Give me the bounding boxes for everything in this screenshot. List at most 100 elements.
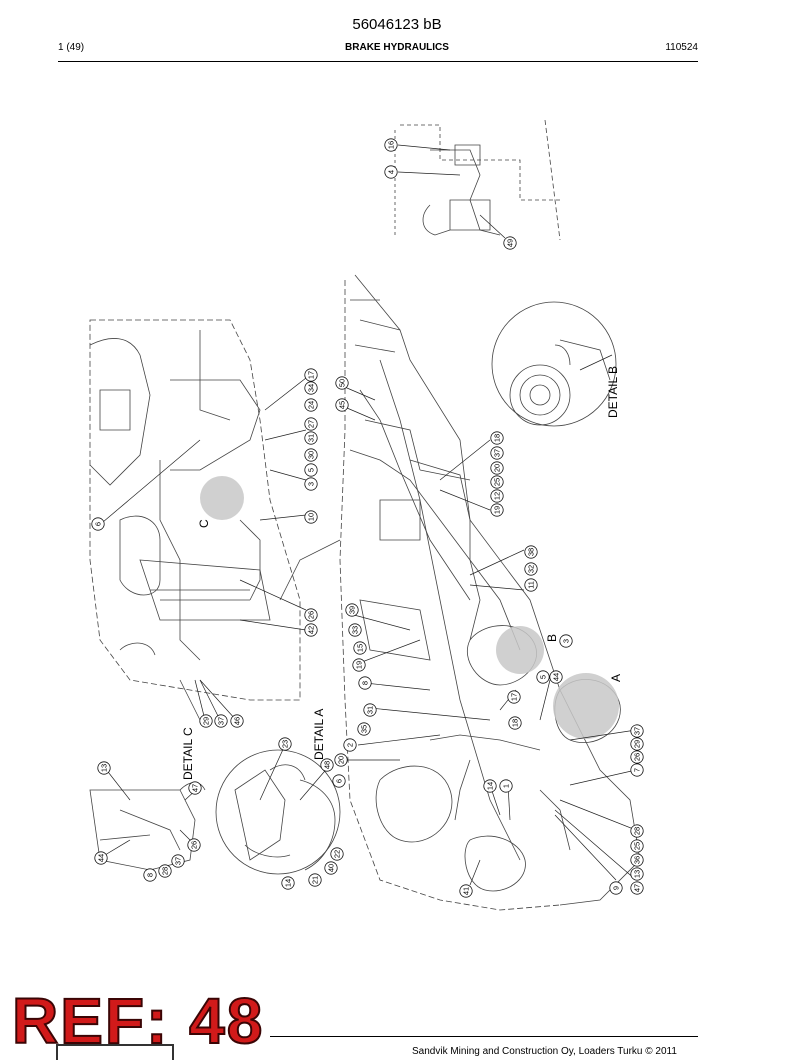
callout-47: 47 [630,881,644,895]
svg-text:28: 28 [161,867,170,875]
svg-text:31: 31 [307,434,316,442]
callout-25: 25 [630,839,644,853]
svg-text:38: 38 [527,548,536,556]
svg-text:47: 47 [191,784,200,792]
svg-text:29: 29 [202,717,211,725]
callout-14: 14 [281,876,295,890]
svg-text:32: 32 [527,565,536,573]
svg-text:37: 37 [493,449,502,457]
main-chassis-sketch [279,274,641,911]
callout-19: 19 [352,658,366,672]
callout-42: 42 [304,623,318,637]
callout-6: 6 [332,774,346,788]
svg-text:17: 17 [510,693,519,701]
svg-text:47: 47 [633,884,642,892]
callout-14: 14 [483,779,497,793]
svg-text:34: 34 [307,384,316,392]
callout-44: 44 [549,670,563,684]
svg-text:12: 12 [493,492,502,500]
svg-text:41: 41 [462,887,471,895]
detail-a-circle [215,749,341,875]
callout-27: 27 [304,417,318,431]
svg-text:5: 5 [539,675,548,679]
callout-48: 48 [320,758,334,772]
date-code: 110524 [665,42,698,53]
callout-25: 25 [490,475,504,489]
callout-29: 29 [199,714,213,728]
callout-37: 37 [214,714,228,728]
callout-8: 8 [143,868,157,882]
svg-text:44: 44 [552,673,561,681]
detail-a-label: DETAIL A [312,709,326,760]
callout-31: 31 [304,431,318,445]
svg-text:26: 26 [307,611,316,619]
callout-18: 18 [508,716,522,730]
svg-text:8: 8 [146,873,155,877]
svg-text:20: 20 [337,756,346,764]
callout-5: 5 [304,463,318,477]
footer-rule [270,1036,698,1037]
callout-9: 9 [609,881,623,895]
svg-text:7: 7 [633,768,642,772]
svg-text:17: 17 [307,371,316,379]
svg-text:37: 37 [633,727,642,735]
svg-text:26: 26 [190,841,199,849]
marker-b-label: B [545,634,559,642]
svg-text:4: 4 [387,170,396,174]
callout-7: 7 [630,763,644,777]
svg-text:1: 1 [502,784,511,788]
svg-text:31: 31 [366,706,375,714]
callout-2: 2 [343,738,357,752]
svg-text:3: 3 [562,639,571,643]
header-rule [58,61,698,62]
doc-number: 56046123 bB [352,16,442,33]
callout-45: 45 [335,398,349,412]
callout-19: 19 [490,503,504,517]
callout-20: 20 [490,461,504,475]
svg-text:37: 37 [174,857,183,865]
svg-text:19: 19 [355,661,364,669]
callout-29: 29 [630,737,644,751]
svg-text:44: 44 [97,854,106,862]
svg-text:39: 39 [348,606,357,614]
callout-6: 6 [91,517,105,531]
callout-50: 50 [335,376,349,390]
svg-text:25: 25 [493,478,502,486]
svg-text:26: 26 [633,753,642,761]
svg-text:29: 29 [633,740,642,748]
detail-b-circle [491,301,617,427]
callout-34: 34 [304,381,318,395]
svg-text:3: 3 [307,482,316,486]
callout-3: 3 [304,477,318,491]
svg-text:14: 14 [486,782,495,790]
callout-37: 37 [171,854,185,868]
svg-text:40: 40 [327,864,336,872]
callout-16: 16 [384,138,398,152]
svg-text:45: 45 [338,401,347,409]
callout-38: 38 [524,545,538,559]
callout-24: 24 [304,398,318,412]
svg-text:23: 23 [281,740,290,748]
callout-13: 13 [630,867,644,881]
svg-text:42: 42 [307,626,316,634]
section-title: BRAKE HYDRAULICS [345,42,449,53]
svg-text:25: 25 [633,842,642,850]
callout-20: 20 [334,753,348,767]
svg-text:18: 18 [511,719,520,727]
svg-text:9: 9 [612,886,621,890]
svg-text:22: 22 [333,850,342,858]
callout-17: 17 [304,368,318,382]
svg-text:36: 36 [633,856,642,864]
callout-13: 13 [97,761,111,775]
callout-17: 17 [507,690,521,704]
callout-10: 10 [304,510,318,524]
callout-8: 8 [358,676,372,690]
svg-text:46: 46 [233,717,242,725]
callout-33: 33 [348,623,362,637]
svg-text:49: 49 [506,239,515,247]
callout-21: 21 [308,873,322,887]
left-machine-sketch [89,319,301,721]
svg-text:33: 33 [351,626,360,634]
